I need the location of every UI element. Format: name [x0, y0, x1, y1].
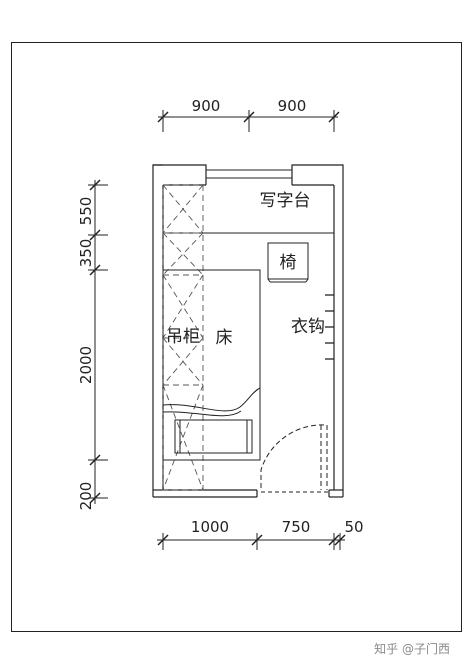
left-dim-550: 550 — [77, 197, 95, 226]
window — [206, 169, 292, 179]
bottom-dim-750: 750 — [282, 518, 311, 536]
chair-label: 椅 — [280, 253, 297, 273]
bottom-dim-1000: 1000 — [191, 518, 229, 536]
coat-hooks-label: 衣钩 — [291, 317, 325, 337]
bed-label: 床 — [216, 328, 233, 348]
left-dim-2000: 2000 — [77, 346, 95, 384]
coat-hooks — [325, 294, 334, 360]
bottom-dim-50: 50 — [344, 518, 363, 536]
bed — [162, 269, 261, 461]
chair — [267, 242, 309, 283]
top-dim-900-right: 900 — [278, 97, 307, 115]
left-dimension-line — [88, 179, 108, 504]
door — [260, 424, 329, 493]
left-dim-350: 350 — [77, 239, 95, 268]
watermark: 知乎 @子门西 — [374, 642, 450, 656]
hanging-cabinet — [162, 184, 204, 491]
hanging-cabinet-label: 吊柜 — [166, 327, 200, 347]
top-dim-900-left: 900 — [192, 97, 221, 115]
desk-label: 写字台 — [260, 191, 311, 211]
left-dim-200: 200 — [77, 482, 95, 511]
top-dimension-line — [157, 110, 340, 132]
bottom-dimension-line — [157, 533, 346, 550]
drawing-frame — [11, 42, 462, 632]
